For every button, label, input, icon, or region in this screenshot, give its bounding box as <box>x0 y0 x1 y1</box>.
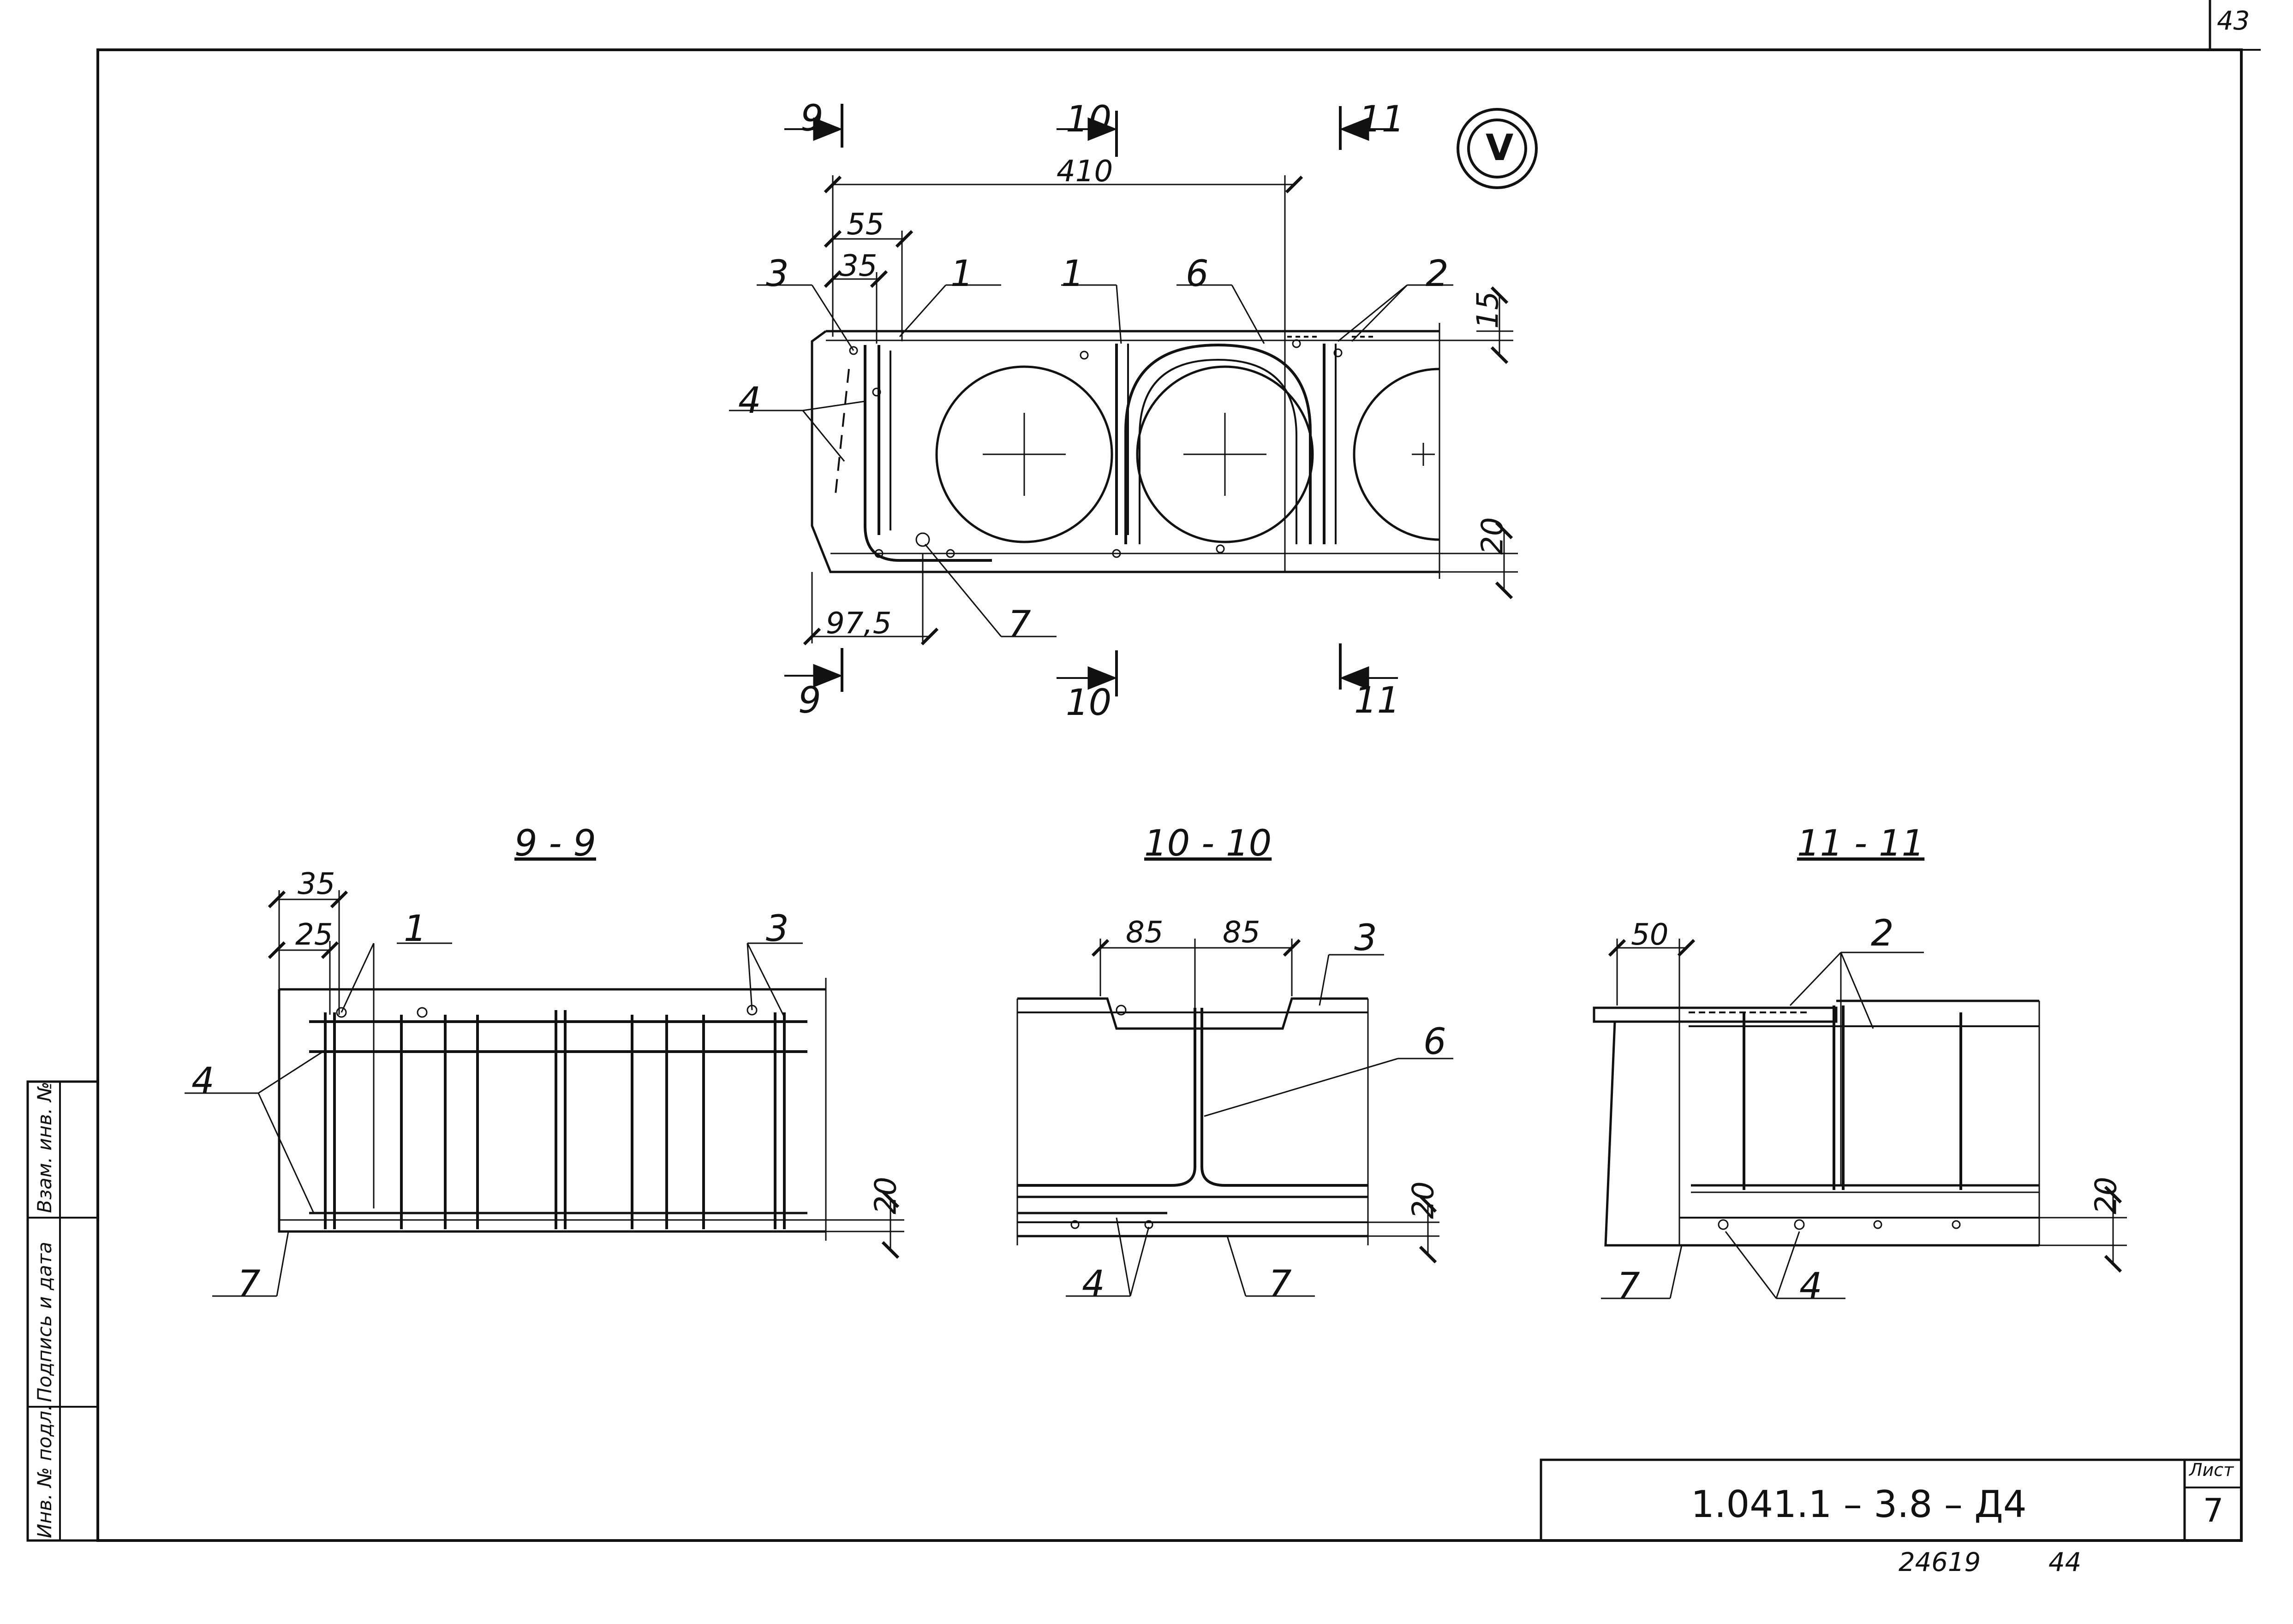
s9-callout-1: 1 <box>404 908 427 950</box>
s11-callout-4: 4 <box>1799 1266 1822 1307</box>
callout-4: 4 <box>738 380 761 422</box>
plan-cut-markers <box>784 104 1398 696</box>
s11-dim-50: 50 <box>1631 918 1669 952</box>
cut-9-top: 9 <box>800 98 824 139</box>
drawing-designation: 1.041.1 – 3.8 – Д4 <box>1691 1483 2027 1526</box>
s10-callout-7: 7 <box>1269 1263 1292 1305</box>
s11-callout-2: 2 <box>1871 913 1894 954</box>
void-circle <box>935 365 1113 543</box>
cut-11-top: 11 <box>1359 99 1405 140</box>
s10-callout-4: 4 <box>1082 1263 1105 1305</box>
s10-dim-20: 20 <box>1406 1181 1441 1219</box>
s9-callout-7: 7 <box>238 1263 261 1305</box>
sheet-frame <box>26 0 2261 1542</box>
dim-20: 20 <box>1475 517 1510 555</box>
dim-97-5: 97,5 <box>826 607 892 641</box>
dim-410: 410 <box>1057 155 1113 189</box>
stamp-signature-date: Подпись и дата <box>33 1242 56 1402</box>
sheet-number: 7 <box>2203 1492 2224 1529</box>
callout-2: 2 <box>1426 253 1449 295</box>
cut-10-top: 10 <box>1066 99 1112 140</box>
section-title-9: 9 - 9 <box>514 823 596 864</box>
s11-callout-7: 7 <box>1617 1266 1640 1307</box>
callout-7: 7 <box>1008 604 1031 645</box>
s9-dim-35: 35 <box>298 867 335 901</box>
void-circle <box>1136 365 1314 543</box>
callout-3: 3 <box>766 253 789 295</box>
s9-dim-20: 20 <box>869 1177 903 1214</box>
stamp-inv-number: Инв. № подл. <box>33 1404 56 1538</box>
archive-number: 24619 <box>1899 1547 1981 1577</box>
s9-callout-4: 4 <box>191 1060 215 1102</box>
section-9-9 <box>185 890 904 1297</box>
s10-dim-85b: 85 <box>1223 916 1260 950</box>
section-10-10 <box>1016 939 1453 1297</box>
dim-55: 55 <box>847 208 884 242</box>
s9-dim-25: 25 <box>295 918 333 952</box>
s10-callout-3: 3 <box>1354 917 1377 959</box>
s9-callout-3: 3 <box>766 908 789 950</box>
node-mark <box>1457 108 1538 189</box>
plan-leaders <box>729 284 1453 637</box>
cut-10-bottom: 10 <box>1066 682 1112 724</box>
section-title-11: 11 - 11 <box>1797 823 1925 864</box>
dim-15: 15 <box>1471 291 1505 329</box>
slab-plan-view <box>811 323 1440 579</box>
callout-6: 6 <box>1186 253 1209 295</box>
stamp-replaced-inv: Взам. инв. № <box>33 1081 56 1213</box>
plan-dimensions <box>803 175 1518 646</box>
corner-page-number: 43 <box>2217 6 2250 36</box>
section-title-10: 10 - 10 <box>1144 823 1272 864</box>
node-mark-label: V <box>1486 127 1514 169</box>
s10-dim-85a: 85 <box>1126 916 1164 950</box>
cut-9-bottom: 9 <box>798 680 821 721</box>
s11-dim-20: 20 <box>2089 1177 2124 1214</box>
s10-callout-6: 6 <box>1423 1021 1446 1063</box>
dim-35: 35 <box>840 249 878 283</box>
sheet-label: Лист <box>2189 1460 2234 1480</box>
section-11-11 <box>1593 939 2127 1299</box>
cut-11-bottom: 11 <box>1354 680 1400 721</box>
callout-1: 1 <box>950 253 973 295</box>
callout-1: 1 <box>1061 253 1084 295</box>
page-number: 44 <box>2048 1547 2082 1577</box>
